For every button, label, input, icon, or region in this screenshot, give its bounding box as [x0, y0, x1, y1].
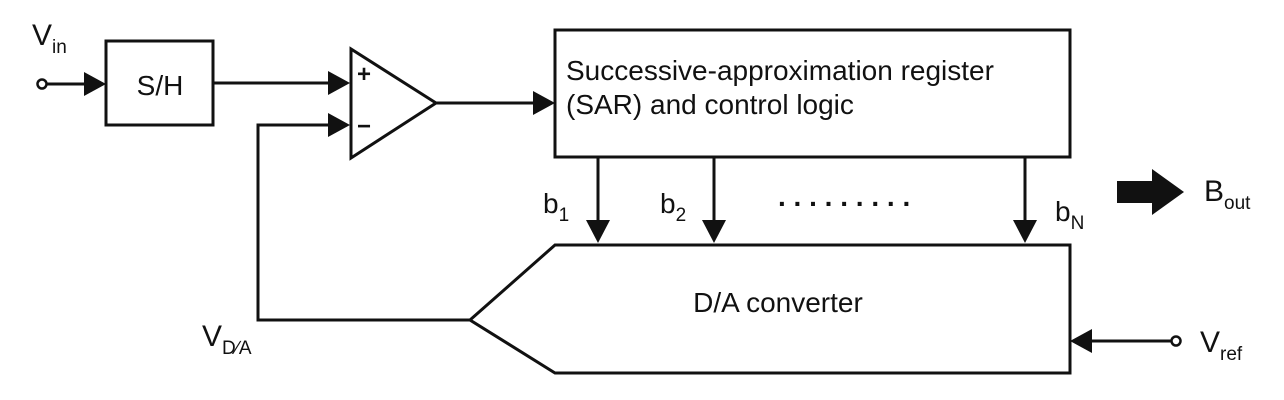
output-label: Bout — [1204, 175, 1251, 214]
feedback-label: VD∕A — [202, 320, 252, 359]
output-arrow-icon — [1117, 169, 1184, 215]
bit2-arrow — [702, 220, 726, 243]
feedback-wire — [256, 123, 470, 322]
dac-label: D/A converter — [693, 287, 863, 318]
minus-input-arrow — [328, 113, 350, 137]
input-label: Vin — [32, 19, 67, 58]
comparator-plus: + — [357, 61, 371, 88]
comparator-minus: − — [357, 113, 371, 140]
bit1-arrow — [586, 220, 610, 243]
reference-label: Vref — [1200, 326, 1243, 365]
bitN-label: bN — [1055, 196, 1084, 234]
plus-input-arrow — [328, 71, 350, 95]
sar-label-line2: (SAR) and control logic — [566, 89, 854, 120]
sample-hold-label: S/H — [137, 70, 184, 101]
input-terminal — [36, 78, 48, 90]
reference-terminal — [1170, 335, 1182, 347]
bit1-label: b1 — [543, 188, 569, 226]
sar-block — [553, 28, 1072, 159]
comparator — [349, 46, 439, 161]
bit2-label: b2 — [660, 188, 686, 226]
sar-label-line1: Successive-approximation register — [566, 55, 994, 86]
dac-block — [467, 243, 1072, 375]
input-arrow — [84, 72, 106, 96]
bitN-arrow — [1013, 220, 1037, 243]
reference-arrow — [1070, 329, 1092, 353]
sar-input-arrow — [533, 91, 555, 115]
bit-ellipsis: . . . . . . . . . — [778, 181, 910, 212]
